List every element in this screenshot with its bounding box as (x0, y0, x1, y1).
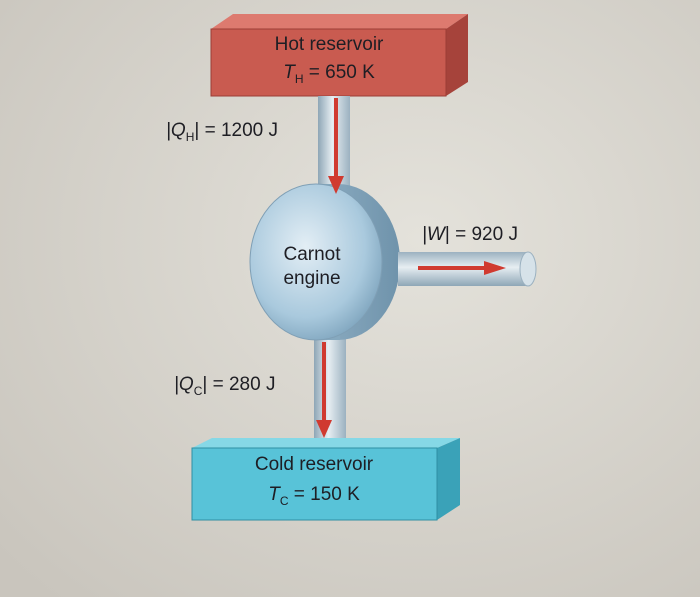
hot-reservoir-title-text: Hot reservoir (274, 34, 384, 55)
work-label: |W| = 920 J (422, 224, 518, 246)
engine-label-line1: Carnot (262, 244, 362, 266)
cold-reservoir-box (191, 438, 460, 521)
cold-temp-subscript: C (279, 493, 289, 508)
hot-reservoir-temperature: TH = 650 K (236, 62, 422, 86)
cold-temp-symbol: T (268, 484, 280, 505)
hot-reservoir-side (446, 14, 468, 96)
work-symbol: |W (422, 224, 445, 245)
engine-drum-face (249, 183, 383, 341)
heat-in-subscript: H (185, 129, 195, 144)
heat-out-value: | = 280 J (202, 374, 276, 395)
hot-temp-value: = 650 K (303, 62, 375, 83)
heat-in-label: |QH| = 1200 J (166, 120, 278, 144)
cold-reservoir-title: Cold reservoir (214, 454, 414, 476)
cold-reservoir-temperature: TC = 150 K (214, 484, 414, 508)
cold-temp-value: = 150 K (288, 484, 360, 505)
heat-out-subscript: C (193, 383, 203, 398)
heat-in-value: | = 1200 J (194, 120, 279, 141)
work-value: | = 920 J (444, 224, 518, 245)
cold-reservoir-side (437, 438, 460, 520)
work-arrow (418, 261, 506, 275)
hot-temp-subscript: H (294, 71, 304, 86)
cold-reservoir-title-text: Cold reservoir (254, 454, 374, 475)
hot-reservoir-top (211, 14, 468, 29)
work-pipe-end (519, 251, 537, 287)
carnot-engine-body (249, 183, 400, 341)
engine-label-line2-text: engine (283, 268, 341, 289)
hot-reservoir-box (210, 14, 468, 97)
engine-label-line2: engine (262, 268, 362, 290)
heat-out-symbol: |Q (174, 374, 194, 395)
hot-reservoir-front (210, 28, 447, 97)
heat-out-arrow (316, 342, 332, 438)
cold-reservoir-top (192, 438, 460, 448)
hot-reservoir-title: Hot reservoir (236, 34, 422, 56)
cold-reservoir-front (191, 447, 438, 521)
heat-in-symbol: |Q (166, 120, 186, 141)
heat-in-arrow (328, 98, 344, 194)
hot-temp-symbol: T (283, 62, 295, 83)
engine-label-line1-text: Carnot (283, 244, 341, 265)
heat-out-label: |QC| = 280 J (174, 374, 275, 398)
